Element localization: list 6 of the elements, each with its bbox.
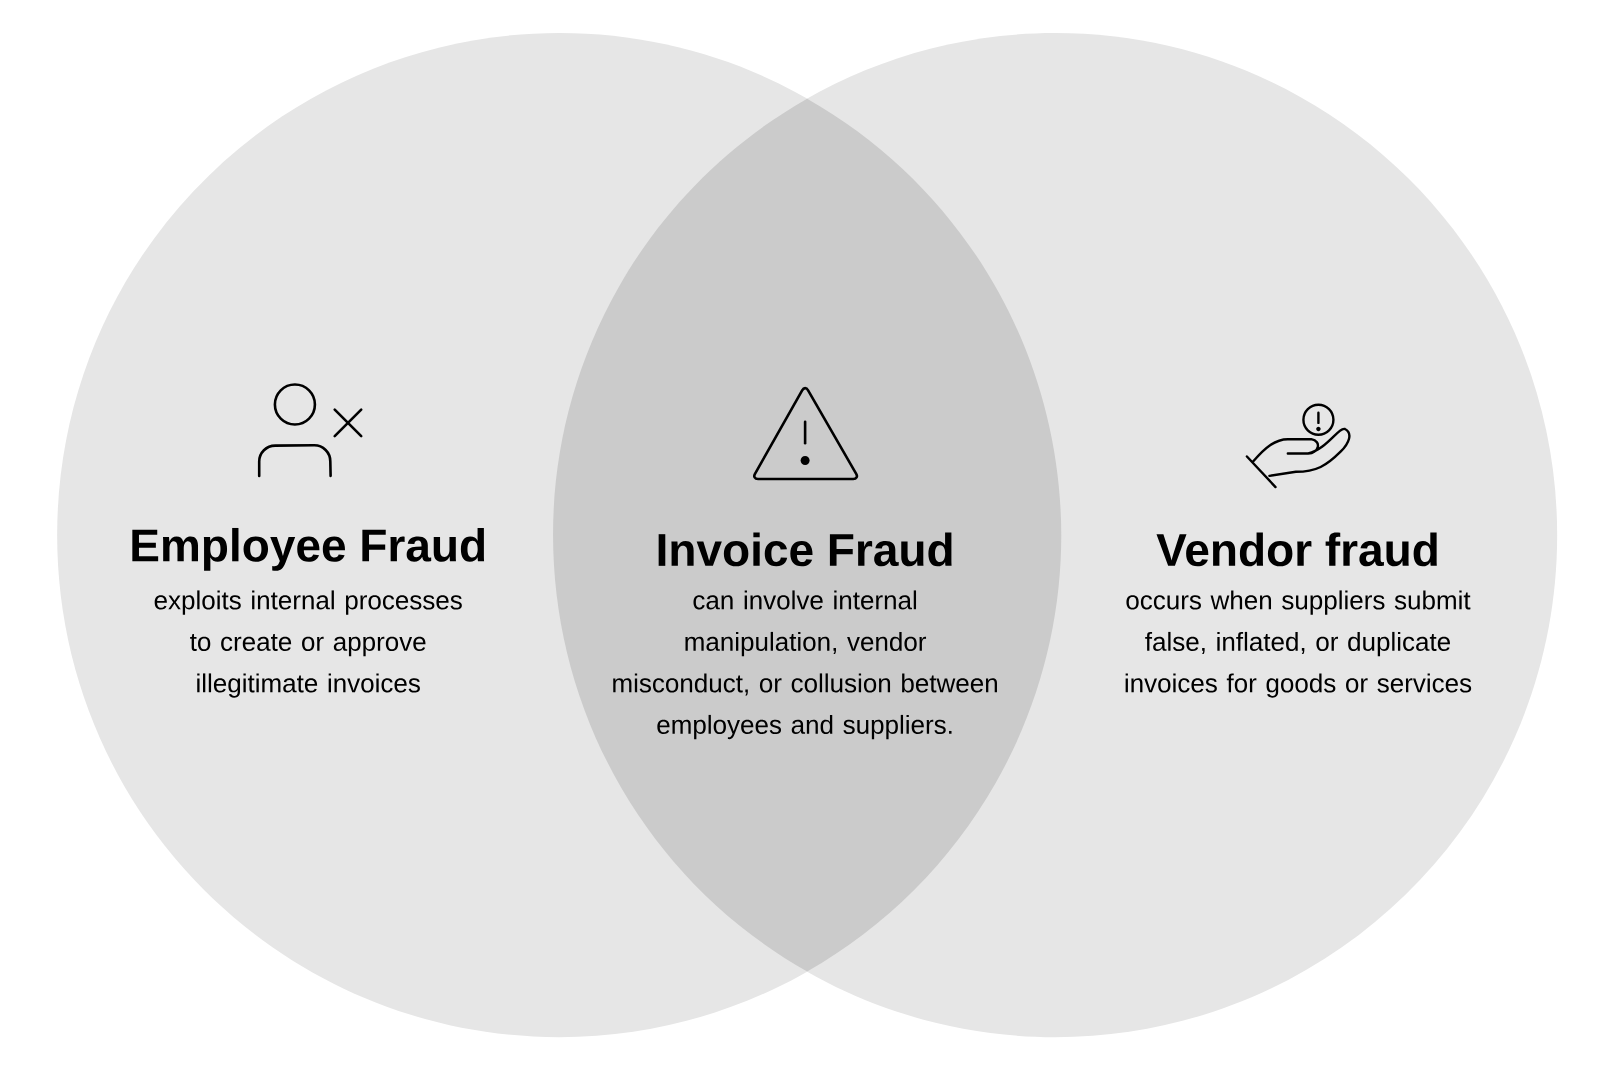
description: can involve internal manipulation, vendor misconduct, or collusion between employees and suppliers. (613, 590, 997, 740)
heading: Invoice Fraud (658, 532, 952, 567)
description: occurs when suppliers submit false, inflated, or duplicate invoices for goods or services (1125, 590, 1472, 698)
description: exploits internal processes to create or approve illegitimate invoices (154, 590, 462, 698)
heading: Vendor fraud (1156, 532, 1437, 567)
heading: Employee Fraud (132, 527, 485, 571)
